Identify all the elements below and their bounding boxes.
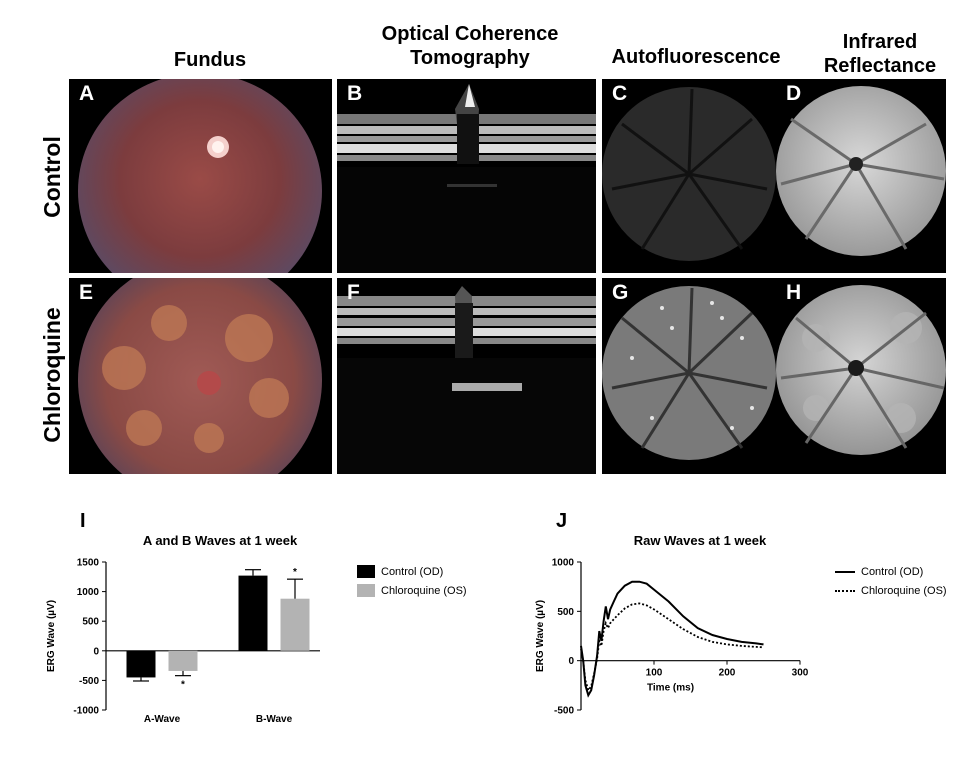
panel-letter-a: A: [79, 82, 95, 105]
line-y-tick-label: 500: [557, 607, 574, 618]
series-line-control: [580, 580, 764, 698]
line-x-axis-label: Time (ms): [647, 683, 694, 694]
line-x-tick-label: 100: [646, 668, 663, 679]
column-header-oct: Optical Coherence Tomography: [345, 22, 595, 70]
bar-chart-legend: Control (OD) Chloroquine (OS): [357, 562, 467, 600]
line-chart-legend: Control (OD) Chloroquine (OS): [835, 562, 947, 600]
legend-line-dotted: [835, 589, 855, 592]
legend-item-chloroquine-line: Chloroquine (OS): [835, 581, 947, 600]
bar-b-wave-control: [238, 575, 268, 651]
legend-item-control-line: Control (OD): [835, 562, 947, 581]
line-x-tick-label: 300: [792, 668, 809, 679]
column-header-infrared-line1: Infrared: [842, 31, 918, 53]
legend-label-control: Control (OD): [381, 565, 444, 578]
legend-label-control-line: Control (OD): [861, 565, 924, 578]
line-chart-title: Raw Waves at 1 week: [633, 533, 767, 548]
panel-letter-b: B: [347, 82, 363, 105]
legend-swatch-control: [357, 565, 375, 578]
line-y-tick-label: 0: [568, 656, 574, 667]
line-y-tick-label: -500: [554, 706, 574, 717]
bar-y-tick-label: 1500: [77, 558, 100, 569]
oct-chloroquine-image: [337, 286, 596, 474]
bar-y-tick-label: 0: [93, 646, 99, 657]
row-header-control: Control: [39, 136, 65, 218]
line-y-axis-label: ERG Wave (µV): [535, 600, 546, 672]
af-control-image: [602, 87, 776, 261]
significance-star: *: [181, 680, 185, 691]
legend-label-chloroquine-line: Chloroquine (OS): [861, 584, 947, 597]
bar-y-tick-label: 1000: [77, 587, 100, 598]
panel-letter-h: H: [786, 281, 802, 304]
panel-letter-j: J: [556, 510, 568, 532]
significance-star: *: [293, 567, 297, 578]
panel-letter-i: I: [80, 510, 86, 532]
ir-chloroquine-image: [776, 285, 946, 455]
ir-control-image: [776, 86, 946, 256]
panel-a-fundus-control: A: [69, 79, 332, 273]
column-header-infrared: Infrared Reflectance: [805, 30, 955, 78]
oct-control-image: [337, 84, 596, 273]
column-header-infrared-line2: Reflectance: [823, 55, 937, 77]
panel-d-ir-control: D: [776, 79, 946, 273]
panel-c-af-control: C: [602, 79, 776, 273]
panel-e-fundus-chloroquine: E: [69, 278, 332, 474]
panel-letter-d: D: [786, 82, 802, 105]
bar-x-tick-label: A-Wave: [144, 714, 181, 725]
bar-a-wave-control: [126, 650, 156, 678]
column-header-fundus: Fundus: [173, 49, 247, 71]
legend-swatch-chloroquine: [357, 584, 375, 597]
column-header-oct-line2: Tomography: [410, 47, 530, 69]
af-chloroquine-image: [602, 286, 776, 460]
series-line-chloroquine: [580, 602, 764, 693]
panel-letter-g: G: [612, 281, 629, 304]
column-header-autofluorescence: Autofluorescence: [611, 46, 781, 68]
legend-item-chloroquine: Chloroquine (OS): [357, 581, 467, 600]
panel-letter-f: F: [347, 281, 360, 304]
line-x-tick-label: 200: [719, 668, 736, 679]
fundus-control-image: [78, 79, 322, 273]
bar-b-wave-chloroquine: [280, 598, 310, 651]
bar-y-axis-label: ERG Wave (µV): [46, 600, 57, 672]
bar-a-wave-chloroquine: [168, 650, 198, 671]
fundus-chloroquine-image: [78, 278, 322, 474]
panel-g-af-chloroquine: G: [602, 278, 776, 474]
bar-x-tick-label: B-Wave: [256, 714, 293, 725]
legend-item-control: Control (OD): [357, 562, 467, 581]
legend-label-chloroquine: Chloroquine (OS): [381, 584, 467, 597]
panel-b-oct-control: B: [337, 79, 596, 273]
panel-letter-c: C: [612, 82, 628, 105]
bar-y-tick-label: -1000: [73, 706, 99, 717]
column-header-oct-line1: Optical Coherence: [381, 23, 559, 45]
line-y-tick-label: 1000: [552, 558, 575, 569]
bar-y-tick-label: 500: [82, 617, 99, 628]
panel-f-oct-chloroquine: F: [337, 278, 596, 474]
bar-y-tick-label: -500: [79, 676, 99, 687]
row-header-chloroquine: Chloroquine: [39, 307, 65, 443]
legend-line-solid: [835, 570, 855, 573]
panel-letter-e: E: [79, 281, 94, 304]
bar-chart-title: A and B Waves at 1 week: [142, 533, 298, 548]
panel-h-ir-chloroquine: H: [776, 278, 946, 474]
